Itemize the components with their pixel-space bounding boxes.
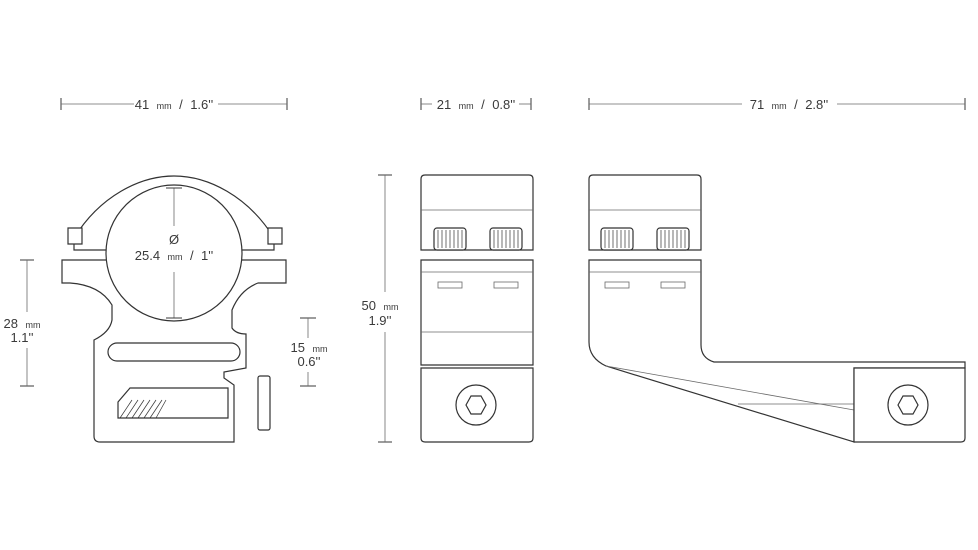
total-height-metric: 50 mm bbox=[362, 297, 399, 314]
diameter-label: 25.4 mm / 1'' bbox=[135, 247, 214, 264]
side-slot-left bbox=[437, 281, 463, 289]
center-height-imperial: 1.1'' bbox=[10, 330, 33, 345]
base-height-metric: 15 mm bbox=[291, 339, 328, 356]
dimension-base-height: 15 mm 0.6'' bbox=[291, 317, 328, 387]
clamp-bolt bbox=[117, 387, 229, 419]
dimension-side-width: 21 mm / 0.8'' bbox=[420, 96, 532, 113]
base-slot bbox=[107, 342, 241, 362]
side-screw-knurl bbox=[437, 230, 519, 248]
clamp-bolt-thread bbox=[119, 399, 167, 419]
clamp-knob bbox=[257, 375, 271, 431]
front-width-label: 41 mm / 1.6'' bbox=[135, 96, 214, 113]
offset-screw-knurl bbox=[604, 230, 686, 248]
front-view-ring: Ø 25.4 mm / 1'' bbox=[61, 175, 287, 443]
base-height-imperial: 0.6'' bbox=[297, 354, 320, 369]
offset-slot-left bbox=[604, 281, 630, 289]
offset-view-mount bbox=[588, 174, 966, 443]
dimension-offset-length: 71 mm / 2.8'' bbox=[588, 96, 966, 113]
dimension-total-height: 50 mm 1.9'' bbox=[362, 174, 399, 443]
center-height-metric: 28 mm bbox=[4, 315, 41, 332]
side-body bbox=[420, 259, 534, 366]
dimension-front-width: 41 mm / 1.6'' bbox=[60, 96, 288, 113]
tube-bore-circle bbox=[105, 184, 243, 322]
side-slot-right bbox=[493, 281, 519, 289]
side-hex-socket-icon bbox=[465, 395, 487, 415]
diameter-symbol: Ø bbox=[169, 232, 179, 247]
side-width-label: 21 mm / 0.8'' bbox=[437, 96, 516, 113]
cap-screw-left bbox=[67, 227, 83, 245]
total-height-imperial: 1.9'' bbox=[368, 313, 391, 328]
dimension-center-height: 28 mm 1.1'' bbox=[4, 259, 41, 387]
offset-length-label: 71 mm / 2.8'' bbox=[750, 96, 829, 113]
cap-screw-right bbox=[267, 227, 283, 245]
offset-hex-socket-icon bbox=[897, 395, 919, 415]
side-view-mount bbox=[420, 174, 534, 443]
offset-slot-right bbox=[660, 281, 686, 289]
